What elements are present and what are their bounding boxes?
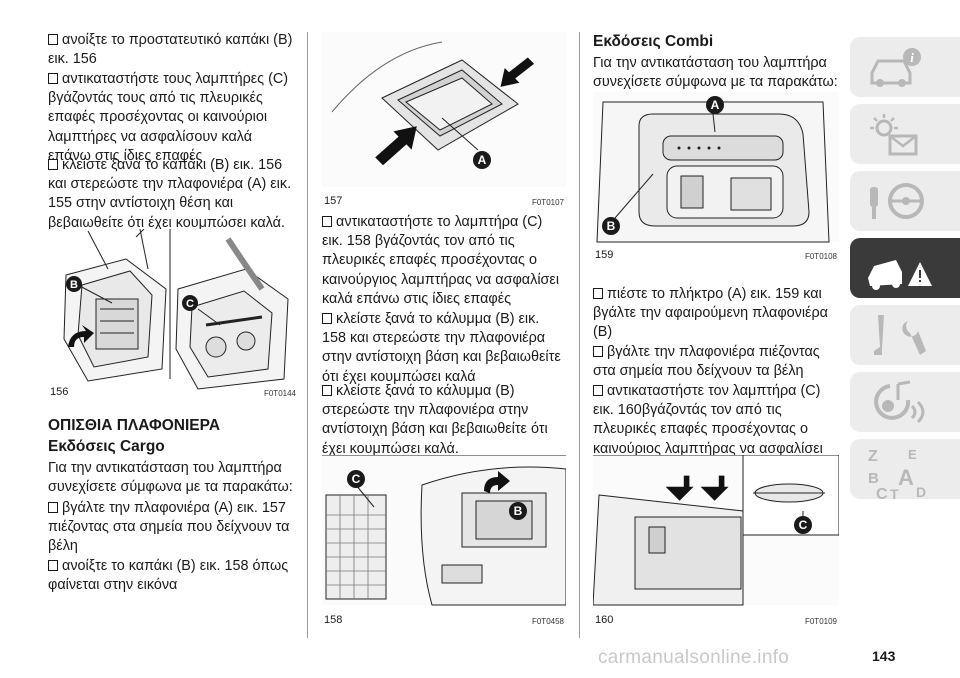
figure-number: 156 bbox=[50, 386, 69, 398]
tab-keys-steering[interactable] bbox=[850, 171, 960, 231]
bullet-paragraph: βγάλτε την πλαφονιέρα πιέζοντας στα σημε… bbox=[593, 344, 820, 380]
bullet-paragraph: κλείστε ξανά το καπάκι (B) εικ. 156 και … bbox=[48, 157, 292, 231]
column-divider bbox=[579, 32, 580, 638]
figure-159: A B 159 F0T0108 bbox=[593, 92, 839, 264]
svg-text:A: A bbox=[898, 465, 914, 490]
bullet-icon bbox=[48, 502, 58, 513]
svg-text:C: C bbox=[186, 298, 194, 310]
bullet-icon bbox=[322, 216, 332, 227]
svg-text:E: E bbox=[908, 447, 917, 462]
svg-text:A: A bbox=[711, 98, 720, 112]
section-subheading: Εκδόσεις Cargo bbox=[48, 438, 165, 455]
column-divider bbox=[307, 32, 308, 638]
svg-text:C: C bbox=[352, 472, 361, 486]
figure-160: C 160 F0T0109 bbox=[593, 455, 839, 629]
multimedia-icon bbox=[874, 380, 925, 424]
fig160-illustration: C bbox=[593, 455, 839, 629]
tab-roadside-emergency[interactable] bbox=[850, 238, 960, 298]
figure-caption: 158 F0T0458 bbox=[322, 613, 566, 629]
figure-caption: 159 F0T0108 bbox=[593, 248, 839, 264]
watermark: carmanualsonline.info bbox=[598, 647, 790, 668]
bullet-icon bbox=[593, 288, 603, 299]
fig158-label-b: B bbox=[509, 502, 527, 520]
bullet-paragraph: κλείστε ξανά το κάλυμμα (B) στερεώστε τη… bbox=[322, 383, 548, 457]
warning-lights-icon bbox=[870, 114, 918, 156]
car-info-icon: i bbox=[870, 48, 921, 87]
tab-multimedia[interactable] bbox=[850, 372, 960, 432]
fig157-illustration: A bbox=[322, 32, 566, 210]
figure-number: 160 bbox=[595, 614, 614, 626]
alphabetical-index-icon: Z E B A C T D bbox=[868, 447, 926, 501]
figure-caption: 160 F0T0109 bbox=[593, 613, 839, 629]
svg-text:B: B bbox=[868, 470, 879, 487]
bullet-paragraph: βγάλτε την πλαφονιέρα (A) εικ. 157 πιέζο… bbox=[48, 500, 290, 555]
figure-code: F0T0109 bbox=[804, 617, 837, 626]
svg-text:A: A bbox=[478, 153, 487, 167]
fig159-label-b: B bbox=[602, 217, 620, 235]
svg-text:C: C bbox=[876, 486, 888, 501]
keys-steering-icon bbox=[870, 183, 924, 219]
roadside-emergency-icon bbox=[868, 260, 932, 290]
svg-text:C: C bbox=[799, 518, 808, 532]
tab-car-info[interactable]: i bbox=[850, 37, 960, 97]
figure-code: F0T0108 bbox=[804, 252, 837, 261]
fig156-illustration: B C bbox=[48, 229, 298, 401]
svg-text:B: B bbox=[70, 279, 78, 291]
figure-number: 157 bbox=[324, 195, 343, 207]
intro-paragraph: Για την αντικατάσταση του λαμπτήρα συνεχ… bbox=[48, 460, 293, 496]
figure-caption: 156 F0T0144 bbox=[48, 385, 298, 401]
svg-text:D: D bbox=[916, 484, 926, 500]
fig158-label-c: C bbox=[347, 470, 365, 488]
bullet-paragraph: αντικαταστήστε το λαμπτήρα (C) εικ. 158 … bbox=[322, 214, 560, 307]
bullet-icon bbox=[322, 385, 332, 396]
bullet-icon bbox=[593, 385, 603, 396]
fig156-label-c: C bbox=[182, 295, 198, 311]
intro-paragraph: Για την αντικατάσταση του λαμπτήρα συνεχ… bbox=[593, 55, 838, 91]
maintenance-tools-icon bbox=[874, 315, 926, 355]
svg-text:B: B bbox=[514, 504, 523, 518]
page-number: 143 bbox=[872, 648, 896, 664]
bullet-paragraph: ανοίξτε το προστατευτικό καπάκι (B) εικ.… bbox=[48, 32, 293, 68]
svg-text:Z: Z bbox=[868, 448, 878, 465]
tab-maintenance-tools[interactable] bbox=[850, 305, 960, 365]
figure-157: A 157 F0T0107 bbox=[322, 32, 566, 210]
fig160-label-c: C bbox=[794, 516, 812, 534]
bullet-icon bbox=[48, 560, 58, 571]
figure-number: 158 bbox=[324, 614, 343, 626]
tab-warning-lights[interactable] bbox=[850, 104, 960, 164]
bullet-icon bbox=[48, 34, 58, 45]
svg-text:B: B bbox=[607, 219, 616, 233]
fig158-illustration: C B bbox=[322, 455, 566, 629]
section-heading: ΟΠΙΣΘΙΑ ΠΛΑΦΟΝΙΕΡΑ bbox=[48, 417, 221, 434]
fig159-label-a: A bbox=[706, 96, 724, 114]
figure-code: F0T0144 bbox=[263, 389, 296, 398]
fig157-label-a: A bbox=[473, 151, 491, 169]
bullet-paragraph: πιέστε το πλήκτρο (A) εικ. 159 και βγάλτ… bbox=[593, 286, 828, 341]
bullet-icon bbox=[48, 159, 58, 170]
tab-alphabetical-index[interactable]: Z E B A C T D bbox=[850, 439, 960, 501]
section-subheading: Εκδόσεις Combi bbox=[593, 33, 714, 50]
figure-156: B C 156 F0T0144 bbox=[48, 229, 298, 401]
bullet-paragraph: αντικαταστήστε τους λαμπτήρες (C) βγάζον… bbox=[48, 71, 289, 164]
figure-code: F0T0107 bbox=[531, 198, 564, 207]
figure-158: C B 158 F0T0458 bbox=[322, 455, 566, 629]
figure-caption: 157 F0T0107 bbox=[322, 194, 566, 210]
bullet-icon bbox=[48, 73, 58, 84]
svg-text:i: i bbox=[910, 50, 914, 65]
fig156-label-b: B bbox=[66, 276, 82, 292]
figure-number: 159 bbox=[595, 249, 614, 261]
fig159-illustration: A B bbox=[593, 92, 839, 264]
bullet-icon bbox=[322, 313, 332, 324]
bullet-paragraph: κλείστε ξανά το κάλυμμα (B) εικ. 158 και… bbox=[322, 311, 561, 385]
svg-text:T: T bbox=[890, 486, 899, 501]
figure-code: F0T0458 bbox=[531, 617, 564, 626]
bullet-paragraph: ανοίξτε το καπάκι (B) εικ. 158 όπως φαίν… bbox=[48, 558, 289, 594]
bullet-icon bbox=[593, 346, 603, 357]
